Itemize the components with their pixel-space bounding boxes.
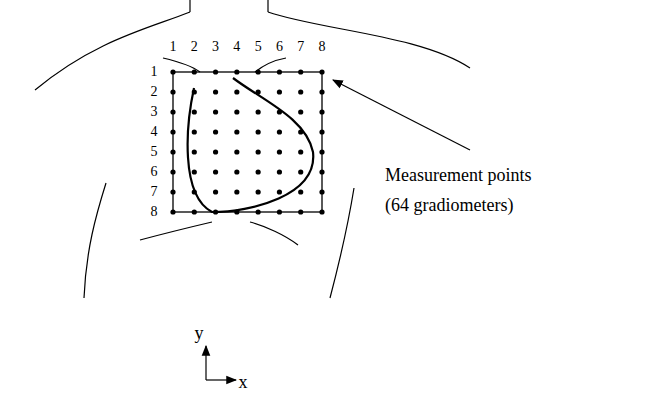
measurement-dot — [213, 89, 218, 94]
column-number: 7 — [297, 40, 304, 54]
axis-arrow — [206, 379, 236, 380]
measurement-dot — [298, 209, 303, 214]
axis-label: y — [195, 324, 204, 342]
measurement-dot — [277, 169, 282, 174]
measurement-dot — [319, 189, 324, 194]
measurement-dot — [319, 129, 324, 134]
measurement-dot — [277, 189, 282, 194]
measurement-dot — [234, 149, 239, 154]
row-number: 7 — [151, 185, 158, 199]
measurement-dot — [192, 69, 197, 74]
shoulder-line — [35, 12, 190, 90]
measurement-dot — [234, 209, 239, 214]
row-number: 4 — [151, 125, 158, 139]
measurement-dot — [213, 109, 218, 114]
measurement-dot — [277, 109, 282, 114]
measurement-dot — [298, 149, 303, 154]
torso-side — [330, 188, 354, 298]
measurement-dot — [256, 189, 261, 194]
measurement-dot — [277, 69, 282, 74]
heart-outline — [188, 78, 314, 212]
measurement-dot — [298, 109, 303, 114]
measurement-dot — [298, 69, 303, 74]
measurement-dot — [192, 109, 197, 114]
row-number: 6 — [151, 165, 158, 179]
measurement-dot — [192, 169, 197, 174]
pointer-arrow — [333, 80, 470, 150]
neck-line — [189, 0, 190, 12]
measurement-dot — [192, 129, 197, 134]
axis-arrow — [205, 346, 206, 380]
measurement-dot — [170, 69, 175, 74]
measurement-dot — [234, 169, 239, 174]
measurement-dot — [234, 109, 239, 114]
column-number: 4 — [233, 40, 240, 54]
measurement-dot — [298, 129, 303, 134]
measurement-dot — [170, 109, 175, 114]
measurement-dot — [256, 109, 261, 114]
measurement-dot — [170, 149, 175, 154]
column-number: 6 — [276, 40, 283, 54]
neck-line — [267, 0, 268, 12]
row-number: 1 — [151, 65, 158, 79]
row-number: 2 — [151, 85, 158, 99]
measurement-dot — [298, 89, 303, 94]
measurement-dot — [213, 209, 218, 214]
measurement-dot — [170, 189, 175, 194]
measurement-dot — [234, 129, 239, 134]
measurement-square — [173, 72, 322, 212]
measurement-dot — [170, 89, 175, 94]
measurement-dot — [192, 189, 197, 194]
row-number: 8 — [151, 205, 158, 219]
measurement-dot — [170, 169, 175, 174]
measurement-dot — [256, 129, 261, 134]
column-number: 3 — [212, 40, 219, 54]
rib-line — [140, 222, 212, 240]
measurement-dot — [256, 149, 261, 154]
measurement-dot — [213, 149, 218, 154]
measurement-dot — [170, 209, 175, 214]
measurement-dot — [234, 189, 239, 194]
measurement-dot — [170, 129, 175, 134]
measurement-dot — [213, 129, 218, 134]
torso-side — [84, 183, 106, 298]
measurement-dot — [277, 129, 282, 134]
measurement-dot — [277, 89, 282, 94]
measurement-dot — [319, 69, 324, 74]
row-number: 5 — [151, 145, 158, 159]
measurement-dot — [256, 89, 261, 94]
measurement-dot — [256, 69, 261, 74]
callout-text: Measurement points — [385, 166, 531, 184]
measurement-dot — [298, 169, 303, 174]
measurement-dot — [213, 189, 218, 194]
measurement-dot — [277, 209, 282, 214]
column-number: 5 — [255, 40, 262, 54]
measurement-dot — [234, 69, 239, 74]
measurement-dot — [319, 109, 324, 114]
measurement-dot — [213, 69, 218, 74]
callout-text: (64 gradiometers) — [385, 196, 513, 214]
row-number: 3 — [151, 105, 158, 119]
measurement-dot — [277, 149, 282, 154]
shoulder-line — [268, 12, 470, 68]
column-number: 1 — [170, 40, 177, 54]
axis-label: x — [239, 373, 248, 391]
column-number: 8 — [319, 40, 326, 54]
measurement-dot — [256, 209, 261, 214]
measurement-dot — [298, 189, 303, 194]
measurement-dot — [213, 169, 218, 174]
measurement-dot — [192, 209, 197, 214]
measurement-dot — [234, 89, 239, 94]
measurement-dot — [319, 89, 324, 94]
measurement-dot — [319, 169, 324, 174]
measurement-dot — [256, 169, 261, 174]
measurement-dot — [192, 89, 197, 94]
measurement-dot — [192, 149, 197, 154]
measurement-dot — [319, 149, 324, 154]
rib-line — [250, 222, 298, 245]
column-number: 2 — [191, 40, 198, 54]
measurement-dot — [319, 209, 324, 214]
